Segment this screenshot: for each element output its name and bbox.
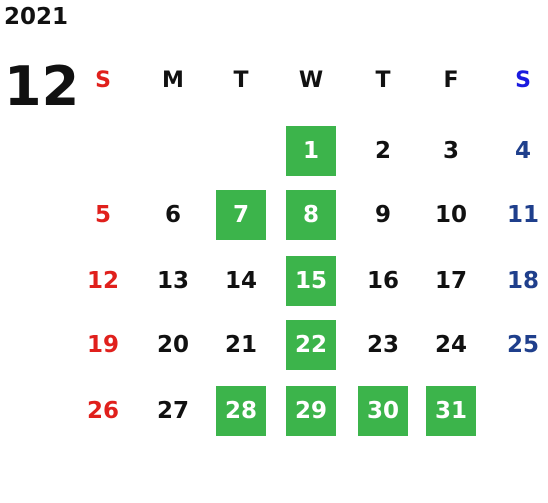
- day-cell-11[interactable]: 11: [506, 202, 539, 228]
- weekday-header-friday: F: [443, 68, 459, 93]
- day-cell-26[interactable]: 26: [86, 398, 119, 424]
- day-cell-10[interactable]: 10: [434, 202, 467, 228]
- day-cell-30[interactable]: 30: [358, 386, 408, 436]
- day-cell-17[interactable]: 17: [434, 268, 467, 294]
- month-label: 12: [4, 55, 80, 118]
- day-cell-23[interactable]: 23: [366, 332, 399, 358]
- day-cell-1[interactable]: 1: [286, 126, 336, 176]
- day-cell-4[interactable]: 4: [514, 138, 531, 164]
- day-cell-3[interactable]: 3: [442, 138, 459, 164]
- day-cell-8[interactable]: 8: [286, 190, 336, 240]
- day-cell-6[interactable]: 6: [164, 202, 181, 228]
- day-cell-20[interactable]: 20: [156, 332, 189, 358]
- day-cell-28[interactable]: 28: [216, 386, 266, 436]
- day-cell-24[interactable]: 24: [434, 332, 467, 358]
- day-cell-14[interactable]: 14: [224, 268, 257, 294]
- day-cell-12[interactable]: 12: [86, 268, 119, 294]
- weekday-header-tuesday: T: [233, 68, 249, 93]
- day-cell-18[interactable]: 18: [506, 268, 539, 294]
- day-cell-9[interactable]: 9: [374, 202, 391, 228]
- weekday-header-monday: M: [162, 68, 184, 93]
- day-cell-21[interactable]: 21: [224, 332, 257, 358]
- day-cell-5[interactable]: 5: [94, 202, 111, 228]
- day-cell-13[interactable]: 13: [156, 268, 189, 294]
- day-cell-25[interactable]: 25: [506, 332, 539, 358]
- weekday-header-thursday: T: [375, 68, 391, 93]
- day-cell-27[interactable]: 27: [156, 398, 189, 424]
- day-cell-15[interactable]: 15: [286, 256, 336, 306]
- day-cell-16[interactable]: 16: [366, 268, 399, 294]
- weekday-header-wednesday: W: [298, 68, 324, 93]
- day-cell-7[interactable]: 7: [216, 190, 266, 240]
- day-cell-2[interactable]: 2: [374, 138, 391, 164]
- day-cell-29[interactable]: 29: [286, 386, 336, 436]
- day-cell-22[interactable]: 22: [286, 320, 336, 370]
- weekday-header-saturday: S: [515, 68, 531, 93]
- day-cell-19[interactable]: 19: [86, 332, 119, 358]
- day-cell-31[interactable]: 31: [426, 386, 476, 436]
- year-label: 2021: [4, 4, 69, 30]
- weekday-header-sunday: S: [95, 68, 111, 93]
